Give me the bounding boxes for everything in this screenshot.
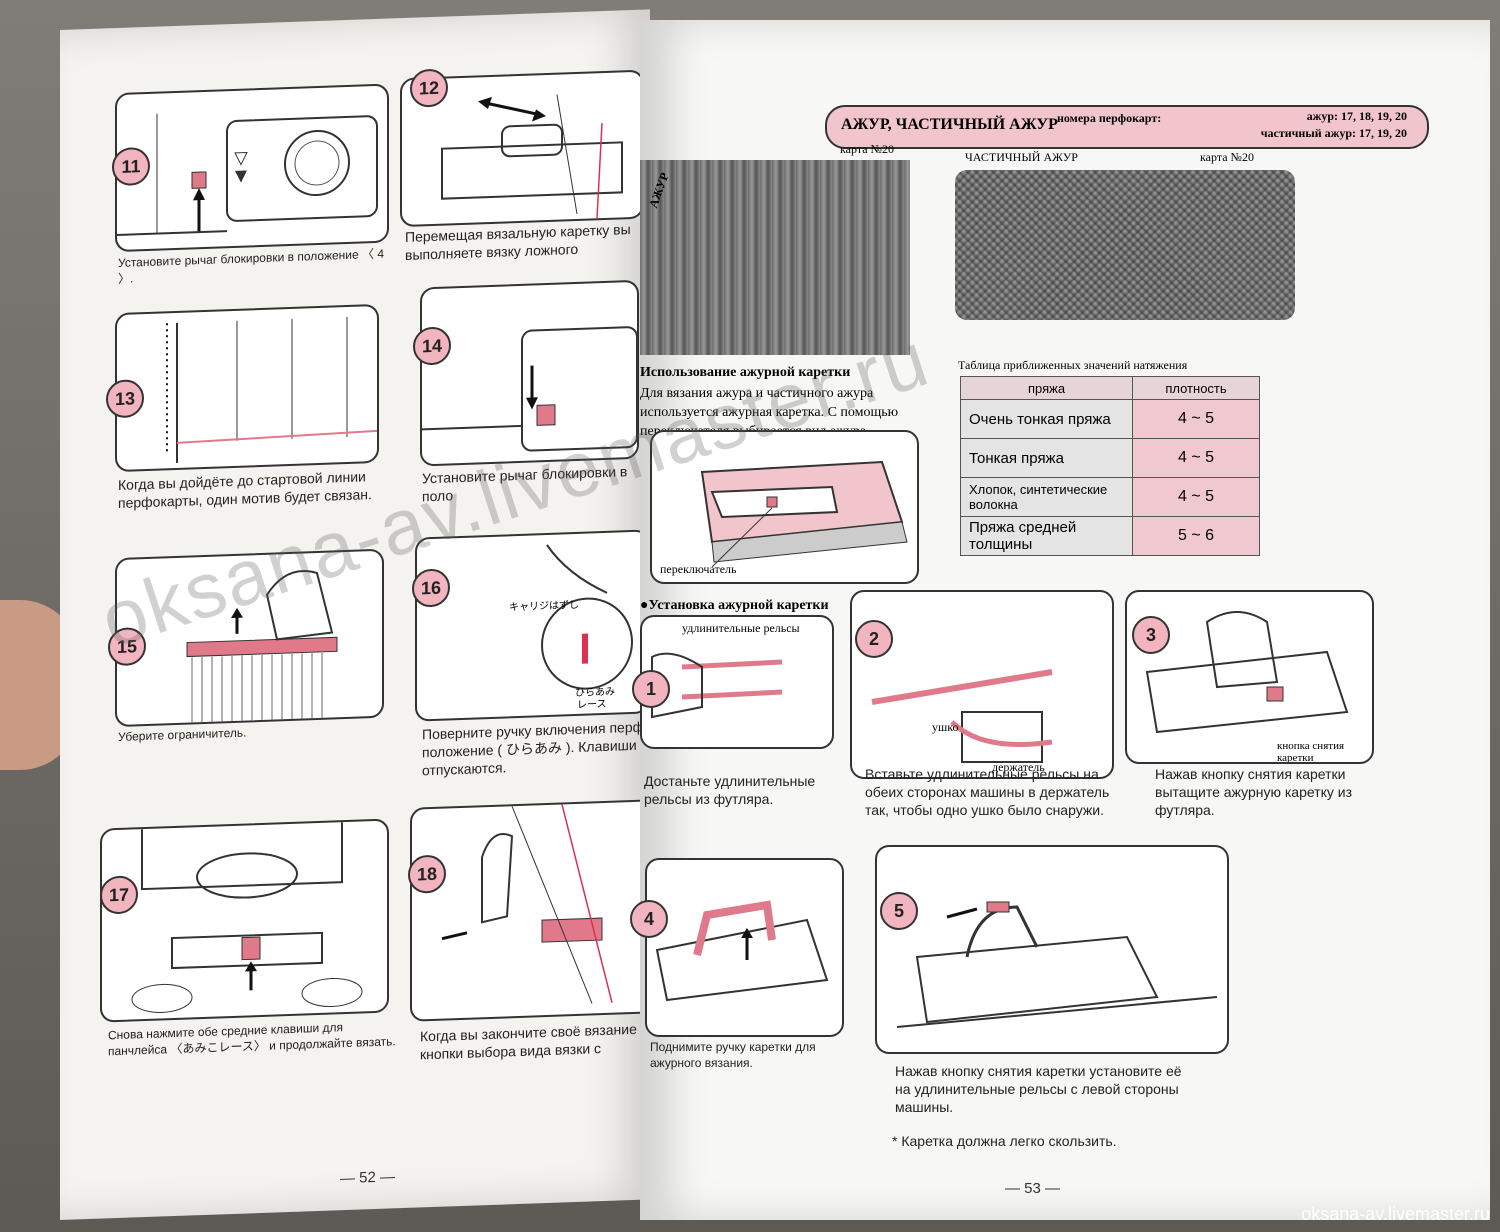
step-12-caption: Перемещая вязальную каретку вы выполняет… <box>405 221 631 264</box>
mount-carriage-illustration <box>896 901 1218 1028</box>
yarn-cell: Очень тонкая пряжа <box>960 399 1133 439</box>
step-15-panel <box>115 548 384 728</box>
partial-lace-swatch <box>955 170 1295 320</box>
install-step-5-panel <box>875 845 1229 1054</box>
table-row: Пряжа средней толщины 5 ~ 6 <box>960 516 1260 556</box>
lace-swatch <box>640 160 910 355</box>
install-heading: ●Установка ажурной каретки <box>640 598 829 613</box>
table-row: Тонкая пряжа 4 ~ 5 <box>960 438 1260 478</box>
usage-heading: Использование ажурной каретки <box>640 365 851 380</box>
density-cell: 4 ~ 5 <box>1132 399 1260 439</box>
holder-illustration <box>871 669 1053 763</box>
install-step-3-number: 3 <box>1132 616 1170 654</box>
punchcard-label: номера перфокарт: <box>1057 111 1162 125</box>
carriage-illustration <box>441 94 623 219</box>
install-step-3-panel: кнопка снятия каретки <box>1125 590 1374 764</box>
eyelet-label: ушко <box>932 720 959 734</box>
step-14-panel <box>420 279 639 467</box>
keys-illustration <box>131 822 363 1013</box>
step-17-caption: Снова нажмите обе средние клавиши для па… <box>108 1020 396 1058</box>
install-step-1-caption: Достаньте удлинительные рельсы из футляр… <box>644 773 816 808</box>
right-page: АЖУР, ЧАСТИЧНЫЙ АЖУР номера перфокарт: а… <box>630 20 1490 1220</box>
left-page: 11 Установите рычаг блокировки в положен… <box>60 9 654 1221</box>
lock-lever-illustration-2 <box>422 326 637 452</box>
install-step-2-panel: ушко держатель <box>850 590 1114 779</box>
yarn-cell: Пряжа средней толщины <box>960 516 1133 556</box>
install-step-5-number: 5 <box>880 892 918 930</box>
step-18-caption: Когда вы закончите своё вязание кнопки в… <box>420 1020 637 1063</box>
step-11-caption: Установите рычаг блокировки в положение … <box>118 246 384 286</box>
lift-handle-illustration <box>655 900 829 1002</box>
left-swatch-card: карта №20 <box>840 142 894 156</box>
tension-table: пряжа плотность Очень тонкая пряжа 4 ~ 5… <box>960 376 1260 556</box>
step-16-panel: キャリジはずし ひらあみ レース <box>415 529 649 722</box>
rails-label: удлинительные рельсы <box>682 621 800 635</box>
col-yarn-header: пряжа <box>960 376 1133 400</box>
install-step-1-panel: удлинительные рельсы <box>640 615 834 749</box>
density-cell: 4 ~ 5 <box>1132 477 1260 517</box>
col-density-header: плотность <box>1132 376 1260 400</box>
yarn-cell: Хлопок, синтетические волокна <box>960 477 1133 517</box>
table-row: Хлопок, синтетические волокна 4 ~ 5 <box>960 477 1260 517</box>
punchcard-illustration <box>166 316 377 463</box>
lace-carriage-illustration <box>700 460 908 568</box>
knob-turn-illustration <box>541 544 633 690</box>
step-13-panel <box>115 303 379 473</box>
install-step-4-caption: Поднимите ручку каретки для ажурного вяз… <box>650 1040 816 1070</box>
section-title: АЖУР, ЧАСТИЧНЫЙ АЖУР <box>841 116 1058 133</box>
kana-lace-label: レース <box>577 698 607 711</box>
install-step-4-number: 4 <box>630 900 668 938</box>
step-11-panel <box>115 83 389 253</box>
left-page-number: — 52 — <box>340 1168 396 1188</box>
table-row: Очень тонкая пряжа 4 ~ 5 <box>960 399 1260 439</box>
lock-lever-illustration <box>117 113 378 237</box>
lace-cards: ажур: 17, 18, 19, 20 <box>1306 109 1407 123</box>
tension-table-title: Таблица приближенных значений натяжения <box>958 358 1188 372</box>
install-step-3-caption: Нажав кнопку снятия каретки вытащите ажу… <box>1155 766 1353 819</box>
section-header: АЖУР, ЧАСТИЧНЫЙ АЖУР номера перфокарт: а… <box>825 105 1429 149</box>
footer-url: oksana-av.livemaster.ru <box>1301 1204 1490 1224</box>
partial-lace-cards: частичный ажур: 17, 19, 20 <box>1260 126 1407 140</box>
density-cell: 4 ~ 5 <box>1132 438 1260 478</box>
yarn-cell: Тонкая пряжа <box>960 438 1133 478</box>
release-button-label: кнопка снятия каретки <box>1277 740 1345 764</box>
right-swatch-card: карта №20 <box>1200 150 1254 164</box>
selector-buttons-illustration <box>441 804 613 1004</box>
install-step-2-number: 2 <box>855 620 893 658</box>
rails-illustration <box>651 652 783 719</box>
kana-carriage-label: キャリジはずし <box>509 599 579 614</box>
step-17-panel <box>100 818 389 1023</box>
install-step-1-number: 1 <box>632 670 670 708</box>
step-16-caption: Поверните ручку включения перфо положени… <box>422 718 652 779</box>
switch-label: переключатель <box>660 562 737 576</box>
density-cell: 5 ~ 6 <box>1132 516 1260 556</box>
lace-carriage-panel: переключатель <box>650 430 919 584</box>
install-step-5-caption: Нажав кнопку снятия каретки установите е… <box>895 1063 1182 1116</box>
step-12-panel <box>400 69 644 228</box>
install-step-4-panel <box>645 858 844 1037</box>
install-note: * Каретка должна легко скользить. <box>892 1133 1117 1149</box>
partial-lace-title: ЧАСТИЧНЫЙ АЖУР <box>965 150 1078 164</box>
holder-label: держатель <box>992 760 1045 774</box>
step-18-panel <box>410 799 654 1022</box>
release-button-illustration <box>1145 611 1349 734</box>
right-page-number: — 53 — <box>1005 1180 1061 1197</box>
remove-stopper-illustration <box>186 570 338 723</box>
install-step-2-caption: Вставьте удлинительные рельсы на обеих с… <box>865 766 1110 819</box>
